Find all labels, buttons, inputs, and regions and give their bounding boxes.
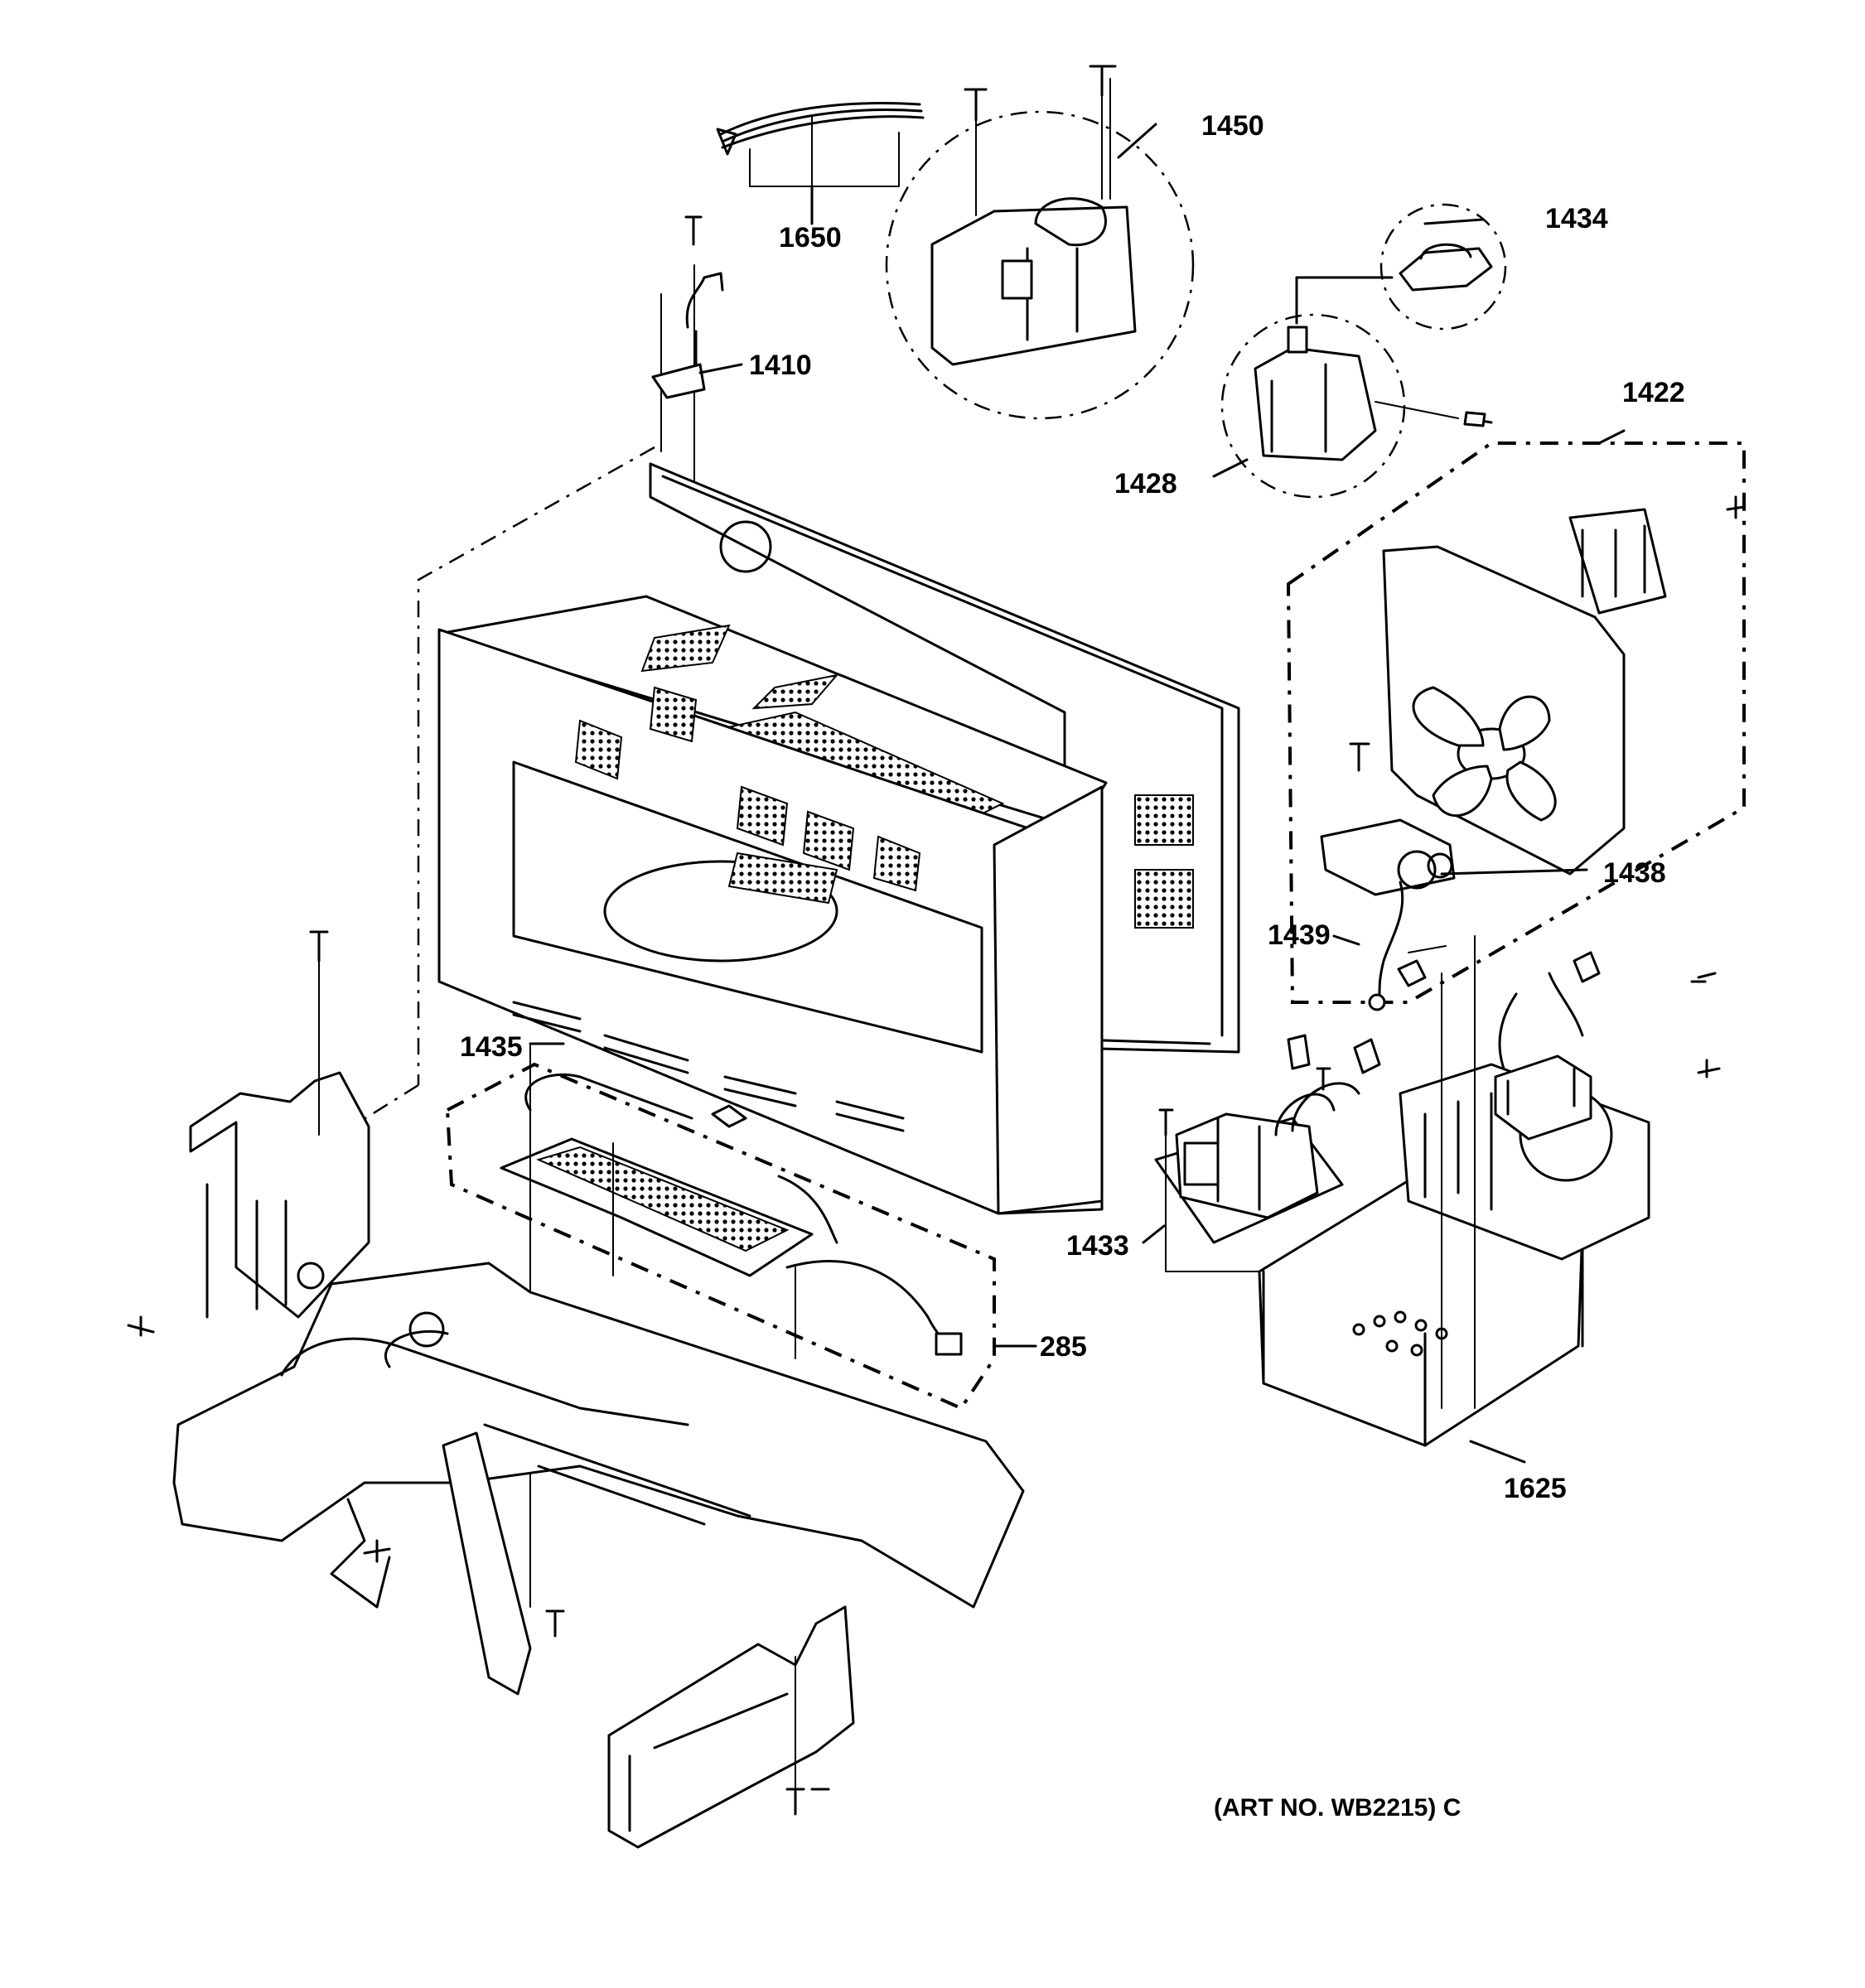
- interlock-switch-assembly: [885, 65, 1195, 420]
- callout-1422: 1422: [1622, 377, 1685, 408]
- sensor-bracket-part: [651, 215, 724, 490]
- magnetron-assembly: [1220, 313, 1493, 499]
- callout-1428: 1428: [1114, 468, 1177, 499]
- callout-1433: 1433: [1066, 1230, 1129, 1262]
- callout-285: 285: [1040, 1331, 1087, 1363]
- callout-1434: 1434: [1545, 203, 1608, 234]
- wire-harness-part: [716, 102, 925, 224]
- bottom-support-part: [127, 930, 1025, 1849]
- callout-1438: 1438: [1603, 857, 1666, 889]
- callout-1450: 1450: [1201, 110, 1264, 142]
- heater-tray-part: [445, 1043, 996, 1608]
- art-number: (ART NO. WB2215) C: [1214, 1794, 1461, 1822]
- callout-1435: 1435: [460, 1031, 523, 1063]
- thermal-cutout-part: [1295, 203, 1507, 331]
- callout-leaders: [529, 123, 1626, 1464]
- wire-lead-part: [1368, 881, 1476, 1094]
- fan-assembly-part: [1286, 442, 1746, 1004]
- callout-1625: 1625: [1504, 1473, 1567, 1504]
- base-plate-part: [1258, 951, 1721, 1447]
- oven-cavity-part: [437, 462, 1240, 1215]
- callout-1650: 1650: [779, 222, 842, 253]
- callout-1439: 1439: [1268, 919, 1331, 951]
- callout-labels: 1450 1650 1434 1410 1422 1428 1438 1439 …: [460, 110, 1685, 1822]
- transformer-part: [1154, 1034, 1381, 1272]
- callout-1410: 1410: [749, 350, 812, 381]
